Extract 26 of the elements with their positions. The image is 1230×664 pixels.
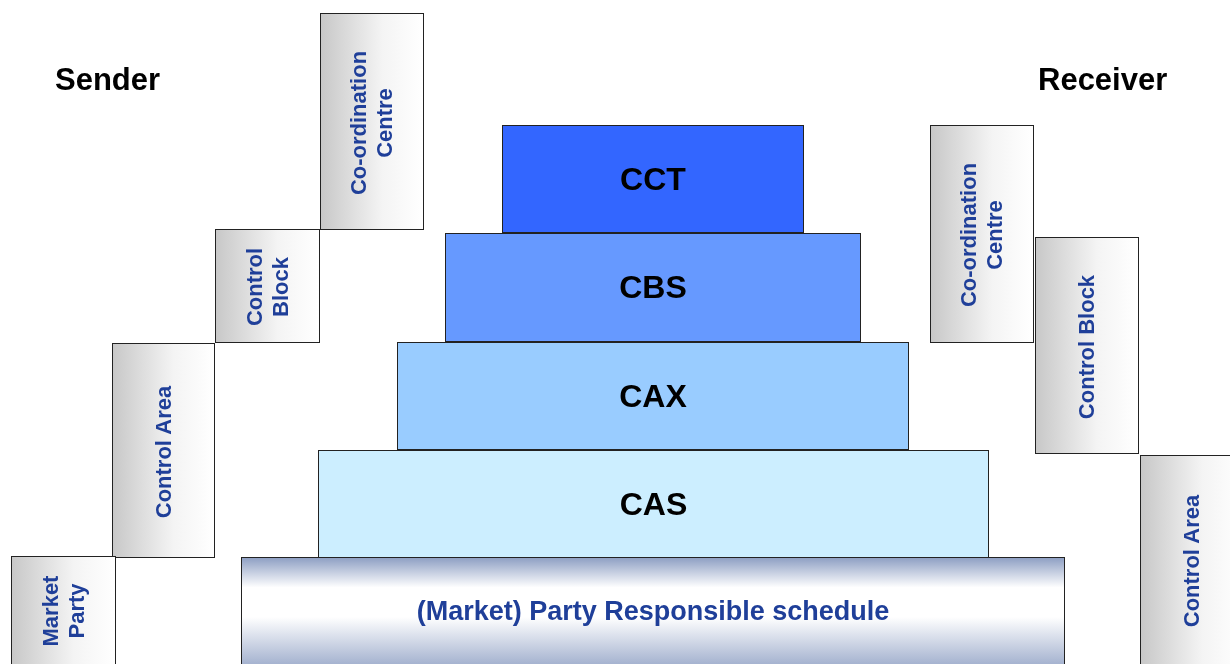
- role-label: Co-ordination Centre: [346, 49, 398, 197]
- level-label: CAS: [619, 485, 688, 523]
- column-heading: Receiver: [1038, 62, 1168, 98]
- pyramid-level: [241, 557, 1065, 664]
- role-label: Control Area: [150, 384, 177, 520]
- level-label: CCT: [620, 160, 686, 198]
- role-box: [112, 343, 215, 558]
- level-label: CBS: [619, 269, 687, 306]
- role-label: Control Block: [241, 246, 294, 329]
- pyramid-level: [318, 450, 989, 558]
- role-label: Control Area: [1179, 493, 1205, 629]
- level-label: (Market) Party Responsible schedule: [416, 595, 890, 627]
- pyramid-level: [397, 342, 909, 450]
- role-label: Market Party: [37, 574, 90, 649]
- role-box: [930, 125, 1034, 343]
- role-label: Control Block: [1074, 273, 1100, 421]
- pyramid-level: [445, 233, 861, 342]
- role-box: [215, 229, 320, 343]
- role-label: Co-ordination Centre: [956, 161, 1008, 310]
- role-box: [1035, 237, 1139, 454]
- level-label: CAX: [619, 377, 687, 415]
- column-heading: Sender: [55, 62, 161, 98]
- role-box: [1140, 455, 1230, 664]
- role-box: [11, 556, 116, 664]
- role-box: [320, 13, 424, 230]
- pyramid-level: [502, 125, 804, 233]
